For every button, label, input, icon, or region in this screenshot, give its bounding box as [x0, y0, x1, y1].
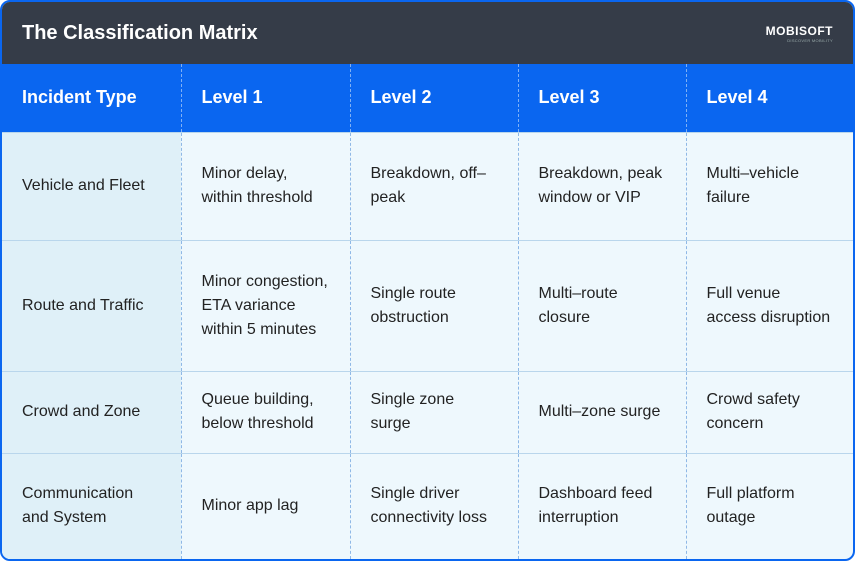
header-row: Incident Type Level 1 Level 2 Level 3 Le… — [2, 64, 853, 132]
incident-type-cell: Vehicle and Fleet — [2, 131, 181, 240]
level-1-cell: Minor congestion, ETA variance within 5 … — [180, 239, 350, 371]
level-4-cell: Multi–vehicle failure — [685, 131, 853, 240]
incident-type-cell: Communication and System — [2, 452, 181, 559]
level-3-cell: Multi–zone surge — [517, 370, 686, 453]
column-header: Level 2 — [349, 64, 518, 132]
mobisoft-logo: MOBISOFT DISCOVER MOBILITY — [765, 23, 833, 43]
column-header: Level 4 — [685, 64, 853, 132]
level-2-cell: Breakdown, off–peak — [349, 131, 518, 240]
title-bar: The Classification Matrix MOBISOFT DISCO… — [2, 2, 853, 64]
level-1-cell: Queue building, below threshold — [180, 370, 350, 453]
matrix-table: Incident Type Level 1 Level 2 Level 3 Le… — [2, 64, 853, 559]
incident-type-cell: Crowd and Zone — [2, 370, 181, 453]
page-title: The Classification Matrix — [22, 21, 258, 44]
level-3-cell: Breakdown, peak window or VIP — [517, 131, 686, 240]
level-1-cell: Minor app lag — [180, 452, 350, 559]
level-4-cell: Full platform outage — [685, 452, 853, 559]
column-header: Level 1 — [180, 64, 350, 132]
level-2-cell: Single route obstruction — [349, 239, 518, 371]
column-header: Level 3 — [517, 64, 686, 132]
level-3-cell: Multi–route closure — [517, 239, 686, 371]
level-2-cell: Single zone surge — [349, 370, 518, 453]
incident-type-cell: Route and Traffic — [2, 239, 181, 371]
level-4-cell: Crowd safety concern — [685, 370, 853, 453]
level-1-cell: Minor delay, within threshold — [180, 131, 350, 240]
level-2-cell: Single driver connectivity loss — [349, 452, 518, 559]
level-3-cell: Dashboard feed interruption — [517, 452, 686, 559]
level-4-cell: Full venue access disruption — [685, 239, 853, 371]
column-header: Incident Type — [2, 64, 181, 132]
